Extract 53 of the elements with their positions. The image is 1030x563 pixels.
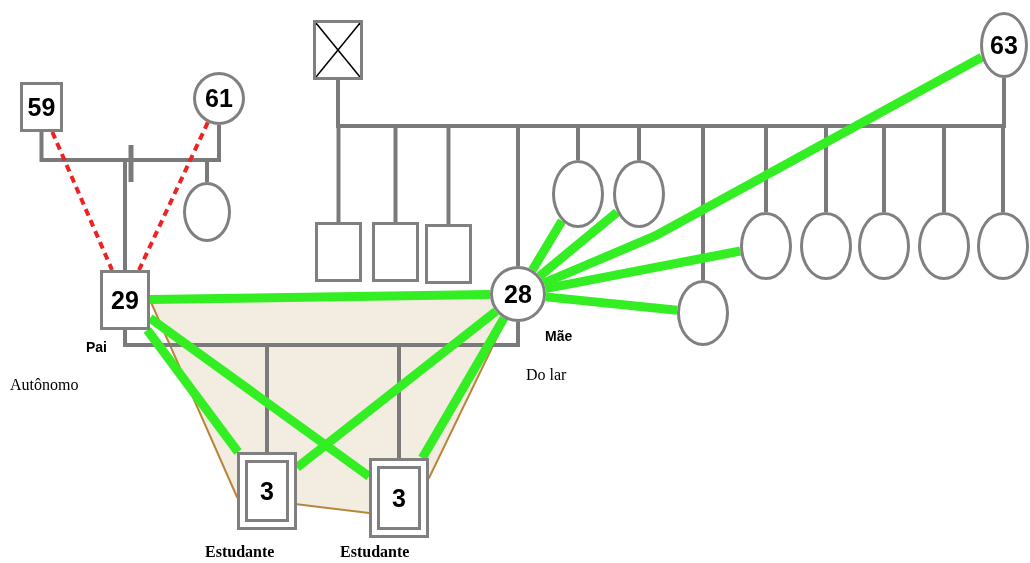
relationship-line (536, 208, 620, 280)
square-symbol (315, 222, 362, 282)
relationship-line (143, 327, 242, 455)
family-line (336, 78, 1006, 128)
double-square-symbol (237, 452, 297, 530)
age-number: 3 (392, 485, 406, 511)
crossed-square-symbol (313, 20, 363, 80)
role-label: Mãe (545, 328, 573, 344)
circle-symbol (193, 72, 245, 125)
family-line (205, 160, 209, 182)
relationship-line (149, 289, 491, 305)
age-number: 63 (990, 32, 1018, 58)
age-number: 29 (111, 287, 139, 313)
family-line (882, 126, 886, 212)
relationship-line (545, 292, 678, 315)
circle-symbol (552, 160, 604, 228)
family-line (824, 126, 828, 212)
family-line (576, 126, 580, 160)
age-number: 61 (205, 86, 233, 111)
square-symbol (425, 224, 472, 284)
occupation-label: Do lar (526, 366, 567, 384)
conflict-line (50, 131, 114, 271)
relationship-line (528, 218, 566, 273)
age-number: 3 (260, 478, 274, 504)
family-line (1001, 126, 1005, 212)
occupation-label: Autônomo (10, 376, 79, 394)
age-number: 59 (27, 94, 56, 120)
square-symbol (372, 222, 419, 282)
family-line (701, 126, 705, 280)
conflict-line (137, 121, 210, 271)
family-line (123, 160, 127, 270)
relationship-line (544, 246, 742, 294)
family-line (637, 126, 641, 160)
occupation-label: Estudante (205, 543, 275, 561)
family-line (397, 345, 401, 458)
family-line (446, 126, 451, 224)
occupation-label: Estudante (340, 543, 410, 561)
circle-symbol (490, 266, 546, 322)
age-number: 28 (504, 281, 532, 307)
family-line (764, 126, 768, 212)
family-line (942, 126, 946, 212)
circle-symbol (183, 182, 231, 242)
family-line (265, 345, 269, 452)
family-line (516, 126, 520, 266)
square-symbol (100, 270, 150, 330)
square-symbol (20, 82, 63, 132)
family-line (393, 126, 398, 222)
double-square-symbol (369, 458, 429, 538)
family-line (123, 322, 520, 347)
family-line (336, 126, 341, 222)
family-line (39, 125, 221, 162)
role-label: Pai (86, 339, 107, 355)
circle-symbol (613, 160, 665, 228)
